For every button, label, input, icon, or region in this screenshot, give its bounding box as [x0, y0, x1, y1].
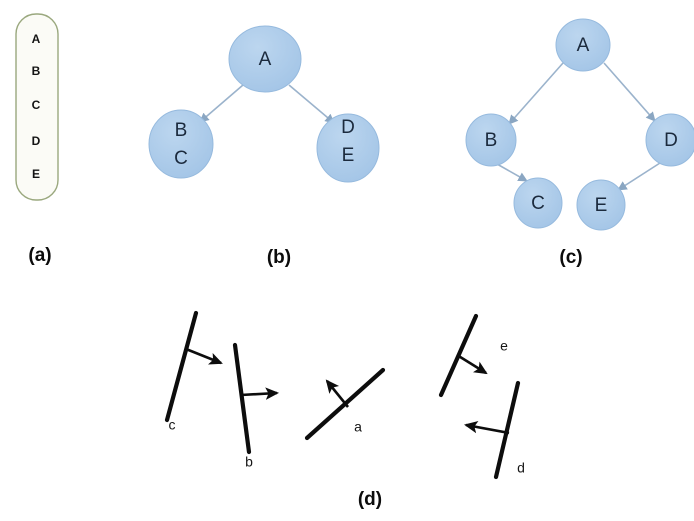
node-e-label: E	[595, 195, 608, 216]
node-e[interactable]	[576, 179, 626, 231]
caption-c: (c)	[559, 247, 582, 268]
edge-a-to-b	[508, 62, 564, 125]
node-d[interactable]	[645, 113, 694, 167]
panel-c-dag-graph: A B D C E	[465, 18, 694, 231]
normal-arrow-a	[325, 379, 350, 408]
edge-element-e: e	[438, 313, 508, 398]
list-item: A	[32, 32, 41, 46]
edge-label-a: a	[354, 419, 362, 435]
edge-d-to-e	[617, 162, 661, 191]
node-b-label: B	[485, 130, 498, 151]
edge-segment-b	[232, 342, 252, 455]
caption-b: (b)	[267, 247, 291, 268]
node-a-label: A	[577, 35, 590, 56]
panel-a-sequence-list: A B C D E	[15, 13, 59, 201]
edge-a-to-bc	[199, 84, 244, 123]
panel-b-tree-graph: A B C D E	[148, 25, 380, 183]
edge-label-c: c	[169, 417, 176, 433]
list-container-box	[15, 13, 59, 201]
normal-arrow-b	[240, 387, 280, 400]
normal-arrow-d	[464, 420, 510, 435]
node-c[interactable]	[513, 177, 563, 229]
edge-label-d: d	[517, 460, 525, 476]
edge-a-to-d	[603, 62, 656, 122]
node-bc-label-2: C	[174, 148, 188, 169]
node-a[interactable]	[228, 25, 302, 93]
edge-label-b: b	[245, 454, 253, 470]
node-c-label: C	[531, 193, 545, 214]
panel-d-oriented-edges: c b a e d	[164, 310, 525, 480]
edge-element-d: d	[464, 380, 525, 480]
node-a[interactable]	[555, 18, 611, 72]
node-de[interactable]	[316, 113, 380, 183]
list-item: B	[32, 64, 41, 78]
list-item: C	[32, 98, 41, 112]
edge-element-c: c	[164, 310, 223, 433]
node-b[interactable]	[465, 113, 517, 167]
caption-a: (a)	[28, 245, 51, 266]
panel-captions: (a) (b) (c) (d)	[28, 245, 582, 510]
node-bc-label-1: B	[175, 120, 188, 141]
node-de-label-1: D	[341, 117, 355, 138]
edge-element-a: a	[304, 367, 386, 441]
edge-a-to-de	[288, 84, 335, 124]
normal-arrow-e	[456, 353, 488, 375]
caption-d: (d)	[358, 489, 382, 510]
edge-label-e: e	[500, 338, 508, 354]
edge-segment-c	[164, 310, 199, 423]
normal-arrow-c	[185, 347, 223, 365]
node-d-label: D	[664, 130, 678, 151]
edge-segment-d	[493, 380, 521, 480]
node-bc[interactable]	[148, 109, 214, 179]
list-item: D	[32, 134, 41, 148]
edge-b-to-c	[496, 163, 528, 182]
list-item: E	[32, 167, 40, 181]
edge-element-b: b	[232, 342, 280, 470]
node-de-label-2: E	[342, 145, 355, 166]
node-a-label: A	[259, 49, 272, 70]
